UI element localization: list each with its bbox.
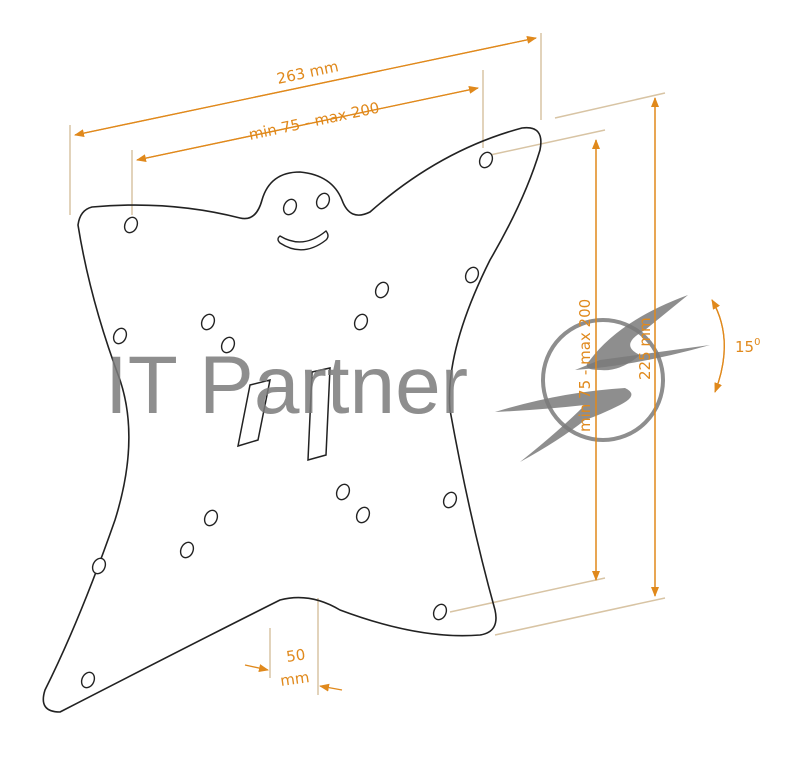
- mounting-holes: [80, 151, 494, 689]
- mount-plate-outline: [42, 126, 542, 713]
- watermark-text: IT Partner: [105, 340, 468, 431]
- s-swoosh-circle-logo: [495, 295, 710, 462]
- tilt-angle-label: 150: [735, 337, 760, 356]
- mounting-slots: [237, 367, 331, 461]
- vertical-spacing-label: min 75 - max 200: [576, 299, 594, 432]
- slot-offset-value: 50: [285, 645, 306, 665]
- overall-height-label: 225 mm: [636, 317, 654, 380]
- horizontal-spacing-label: min 75 - max 200: [247, 99, 381, 144]
- extension-lines: [69, 33, 666, 695]
- overall-width-label: 263 mm: [275, 57, 340, 88]
- smile-slot: [277, 230, 329, 251]
- dimension-lines: [74, 35, 725, 692]
- slot-offset-unit: mm: [279, 668, 310, 690]
